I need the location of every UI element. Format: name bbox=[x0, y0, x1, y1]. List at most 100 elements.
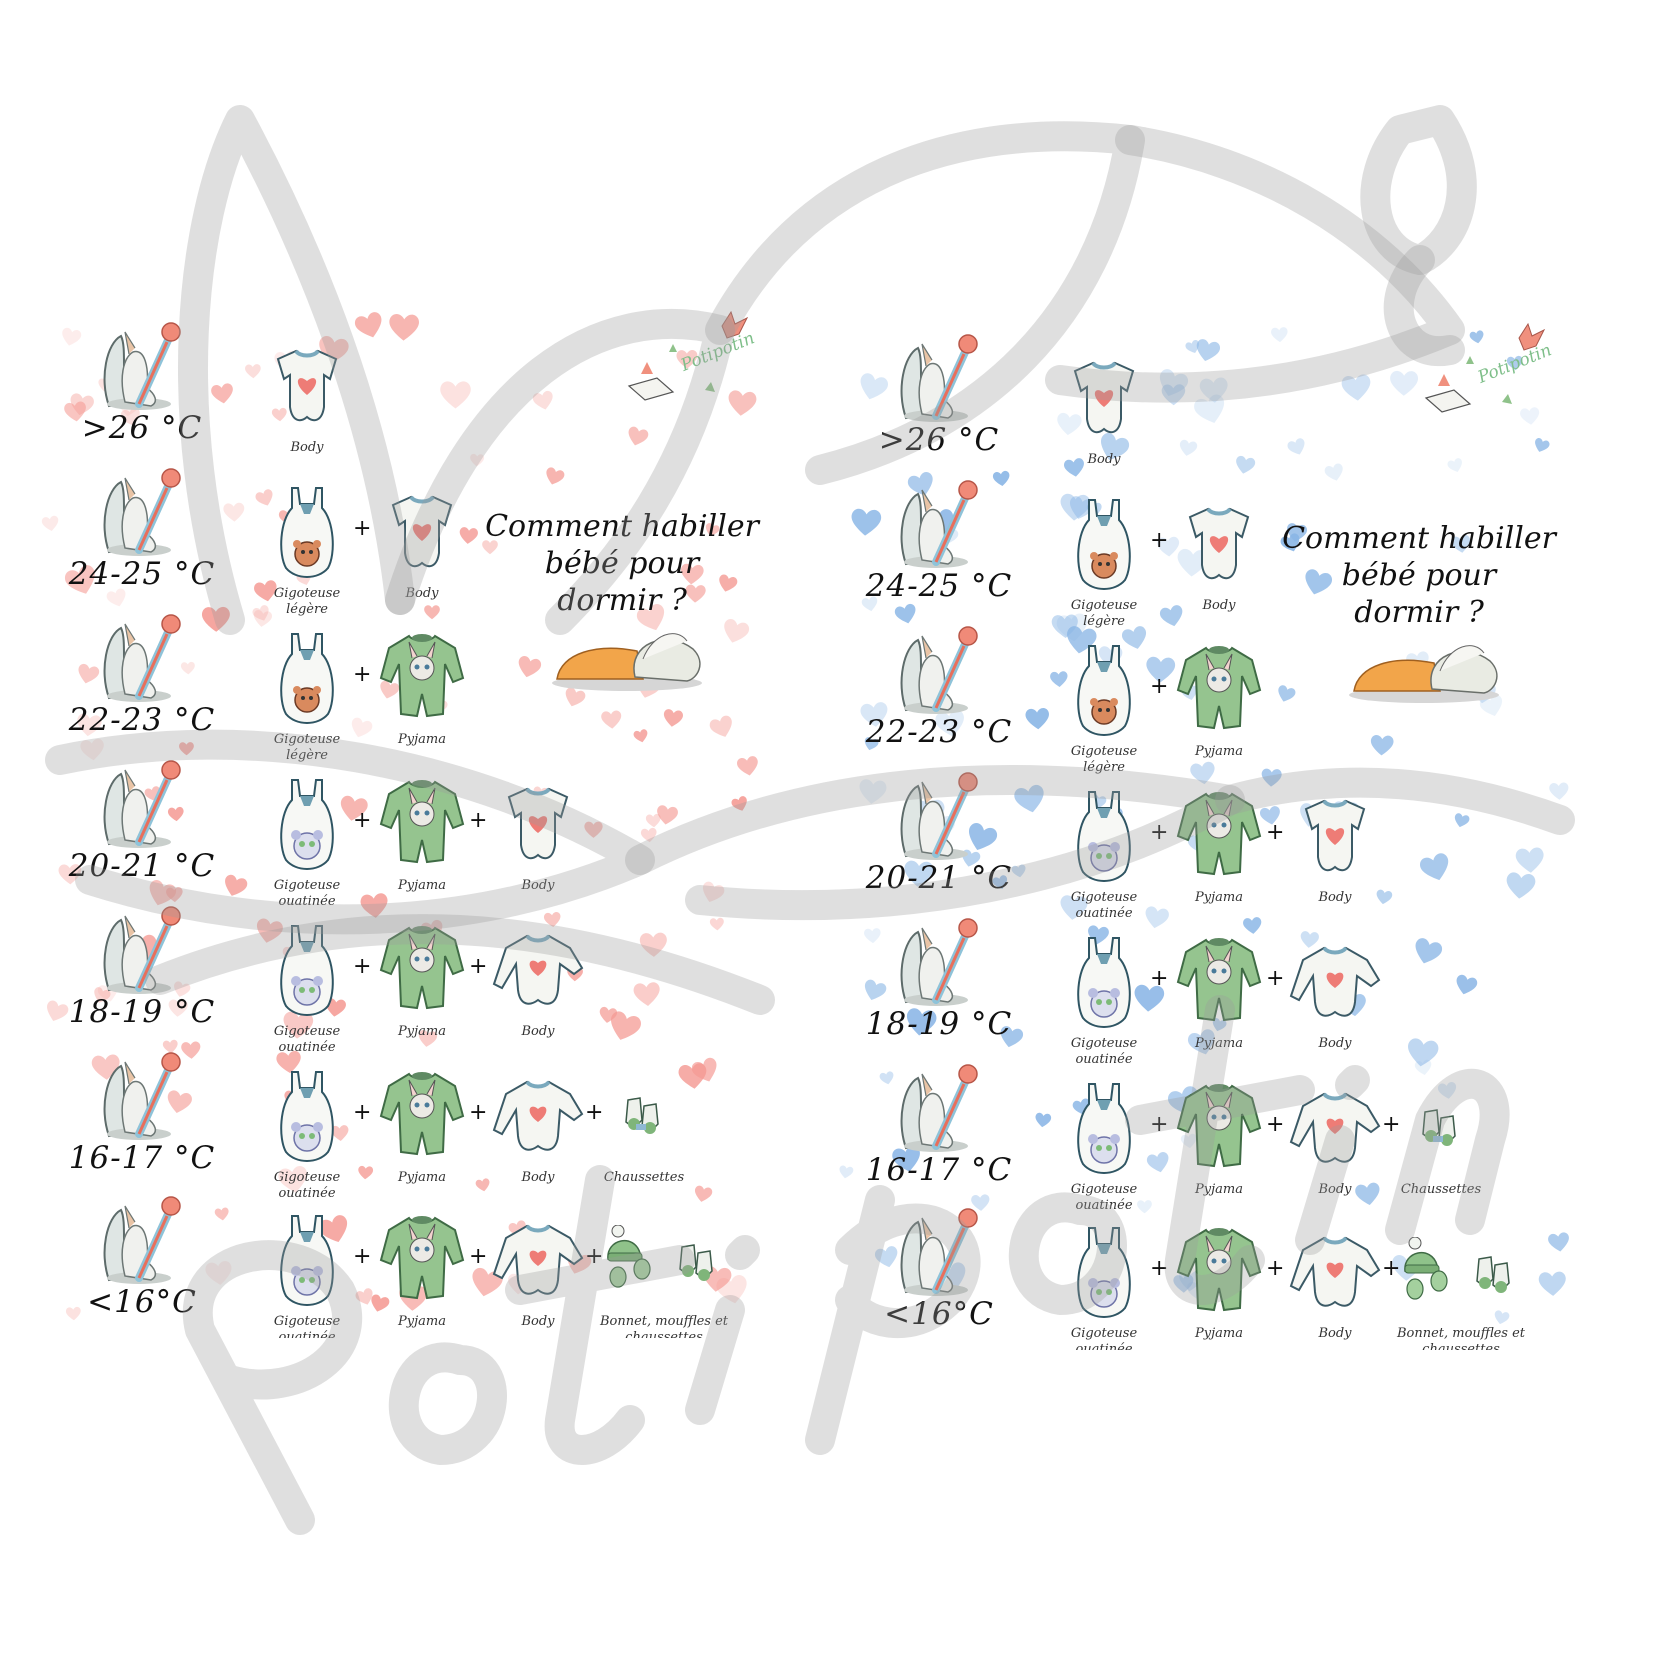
heart-icon bbox=[1060, 493, 1091, 521]
heart-icon bbox=[1305, 569, 1333, 595]
heart-icon bbox=[205, 1261, 232, 1285]
heart-icon bbox=[633, 729, 648, 743]
thermometer-bunny-icon bbox=[896, 330, 982, 426]
heart-icon bbox=[860, 702, 888, 727]
clothing-item-gigoteuse-ouatinee: Gigoteuse ouatinée bbox=[1049, 934, 1159, 1068]
heart-icon bbox=[1419, 853, 1449, 881]
heart-icon bbox=[1341, 374, 1371, 401]
heart-icon bbox=[179, 742, 194, 756]
heart-icon bbox=[355, 1288, 373, 1305]
heart-icon bbox=[906, 1008, 937, 1036]
clothing-label: Gigoteuse légère bbox=[1070, 744, 1138, 775]
heart-icon bbox=[358, 1165, 374, 1180]
clothing-item-pyjama: Pyjama bbox=[367, 1068, 477, 1186]
plus-sign: + bbox=[353, 1100, 372, 1125]
pyjama-icon bbox=[1164, 1080, 1274, 1176]
clothing-item-body-long: Body bbox=[1280, 1224, 1390, 1342]
clothing-item-gigoteuse-legere: Gigoteuse légère bbox=[1049, 496, 1159, 630]
clothing-item-pyjama: Pyjama bbox=[1164, 934, 1274, 1052]
thermometer-bunny-icon bbox=[99, 464, 185, 560]
plus-sign: + bbox=[353, 808, 372, 833]
plus-sign: + bbox=[353, 954, 372, 979]
bonnet-mouffles-chaussettes-icon bbox=[589, 1212, 739, 1308]
heart-icon bbox=[1000, 1026, 1024, 1048]
heart-icon bbox=[657, 805, 678, 825]
heart-icon bbox=[1506, 355, 1523, 371]
clothing-item-gigoteuse-ouatinee: Gigoteuse ouatinée bbox=[252, 776, 362, 910]
clothing-label: Body bbox=[521, 1024, 555, 1039]
gigoteuse-legere-icon bbox=[1049, 642, 1159, 738]
heart-icon bbox=[475, 1178, 490, 1192]
heart-icon bbox=[543, 911, 561, 928]
clothing-label: Body bbox=[521, 878, 555, 893]
heart-icon bbox=[1159, 369, 1189, 397]
heart-icon bbox=[1261, 768, 1282, 787]
clothing-item-body: Body bbox=[252, 338, 362, 456]
pyjama-icon bbox=[367, 922, 477, 1018]
heart-icon bbox=[1146, 1152, 1169, 1173]
heart-icon bbox=[1025, 708, 1049, 730]
heart-icon bbox=[709, 715, 732, 737]
heart-icon bbox=[418, 1030, 438, 1047]
heart-icon bbox=[174, 981, 191, 997]
heart-icon bbox=[992, 470, 1010, 487]
plus-sign: + bbox=[1266, 966, 1285, 991]
heart-icon bbox=[860, 373, 888, 400]
heart-icon bbox=[1194, 394, 1225, 423]
plus-sign: + bbox=[1150, 820, 1169, 845]
heart-icon bbox=[864, 928, 881, 944]
heart-icon bbox=[41, 515, 59, 532]
temperature-label: <16°C bbox=[87, 1284, 197, 1320]
clothing-item-chaussettes: Chaussettes bbox=[589, 1068, 699, 1186]
heart-icon bbox=[201, 606, 230, 632]
temperature-label: 22-23 °C bbox=[68, 702, 216, 738]
clothing-label: Gigoteuse ouatinée bbox=[1070, 1182, 1138, 1213]
title-line: bébé pour bbox=[544, 546, 700, 581]
temperature-label: 20-21 °C bbox=[68, 848, 216, 884]
heart-icon bbox=[256, 918, 283, 943]
temperature-label: 24-25 °C bbox=[68, 556, 216, 592]
plus-sign: + bbox=[1150, 674, 1169, 699]
title-line: Comment habiller bbox=[485, 509, 759, 544]
heart-icon bbox=[167, 806, 184, 822]
thermometer-bunny-icon bbox=[896, 622, 982, 718]
body-icon bbox=[252, 338, 362, 434]
plus-sign: + bbox=[1382, 1256, 1401, 1281]
clothing-label: Bonnet, mouffles et chaussettes bbox=[1396, 1326, 1526, 1350]
heart-icon bbox=[371, 1294, 390, 1312]
clothing-label: Body bbox=[1318, 1182, 1352, 1197]
heart-icon bbox=[331, 1125, 349, 1141]
heart-icon bbox=[1280, 533, 1300, 552]
clothing-label: Chaussettes bbox=[1400, 1182, 1482, 1197]
gigoteuse-ouatinee-icon bbox=[1049, 1224, 1159, 1320]
plus-sign: + bbox=[1266, 1112, 1285, 1137]
chaussettes-icon bbox=[1386, 1080, 1496, 1176]
body-long-icon bbox=[483, 1068, 593, 1164]
heart-icon bbox=[1051, 614, 1078, 638]
clothing-label: Pyjama bbox=[1195, 890, 1243, 905]
heart-icon bbox=[351, 717, 373, 738]
clothing-item-body-long: Body bbox=[483, 1212, 593, 1330]
clothing-item-pyjama: Pyjama bbox=[1164, 1080, 1274, 1198]
heart-icon bbox=[737, 756, 758, 776]
heart-icon bbox=[1494, 1310, 1510, 1325]
heart-icon bbox=[106, 588, 126, 607]
heart-icon bbox=[1535, 438, 1550, 452]
heart-icon bbox=[78, 663, 100, 684]
heart-icon bbox=[326, 998, 346, 1017]
clothing-label: Gigoteuse légère bbox=[273, 732, 341, 763]
temperature-label: 22-23 °C bbox=[865, 714, 1013, 750]
clothing-item-body-long: Body bbox=[483, 922, 593, 1040]
heart-icon bbox=[1035, 1112, 1052, 1128]
plus-sign: + bbox=[353, 662, 372, 687]
body-icon bbox=[1280, 788, 1390, 884]
heart-icon bbox=[1011, 864, 1026, 878]
temperature-label: >26 °C bbox=[81, 410, 203, 446]
clothing-item-body: Body bbox=[483, 776, 593, 894]
heart-icon bbox=[1355, 1182, 1380, 1206]
heart-icon bbox=[340, 795, 368, 821]
clothing-label: Gigoteuse ouatinée bbox=[1070, 890, 1138, 921]
thermometer-bunny-icon bbox=[99, 902, 185, 998]
